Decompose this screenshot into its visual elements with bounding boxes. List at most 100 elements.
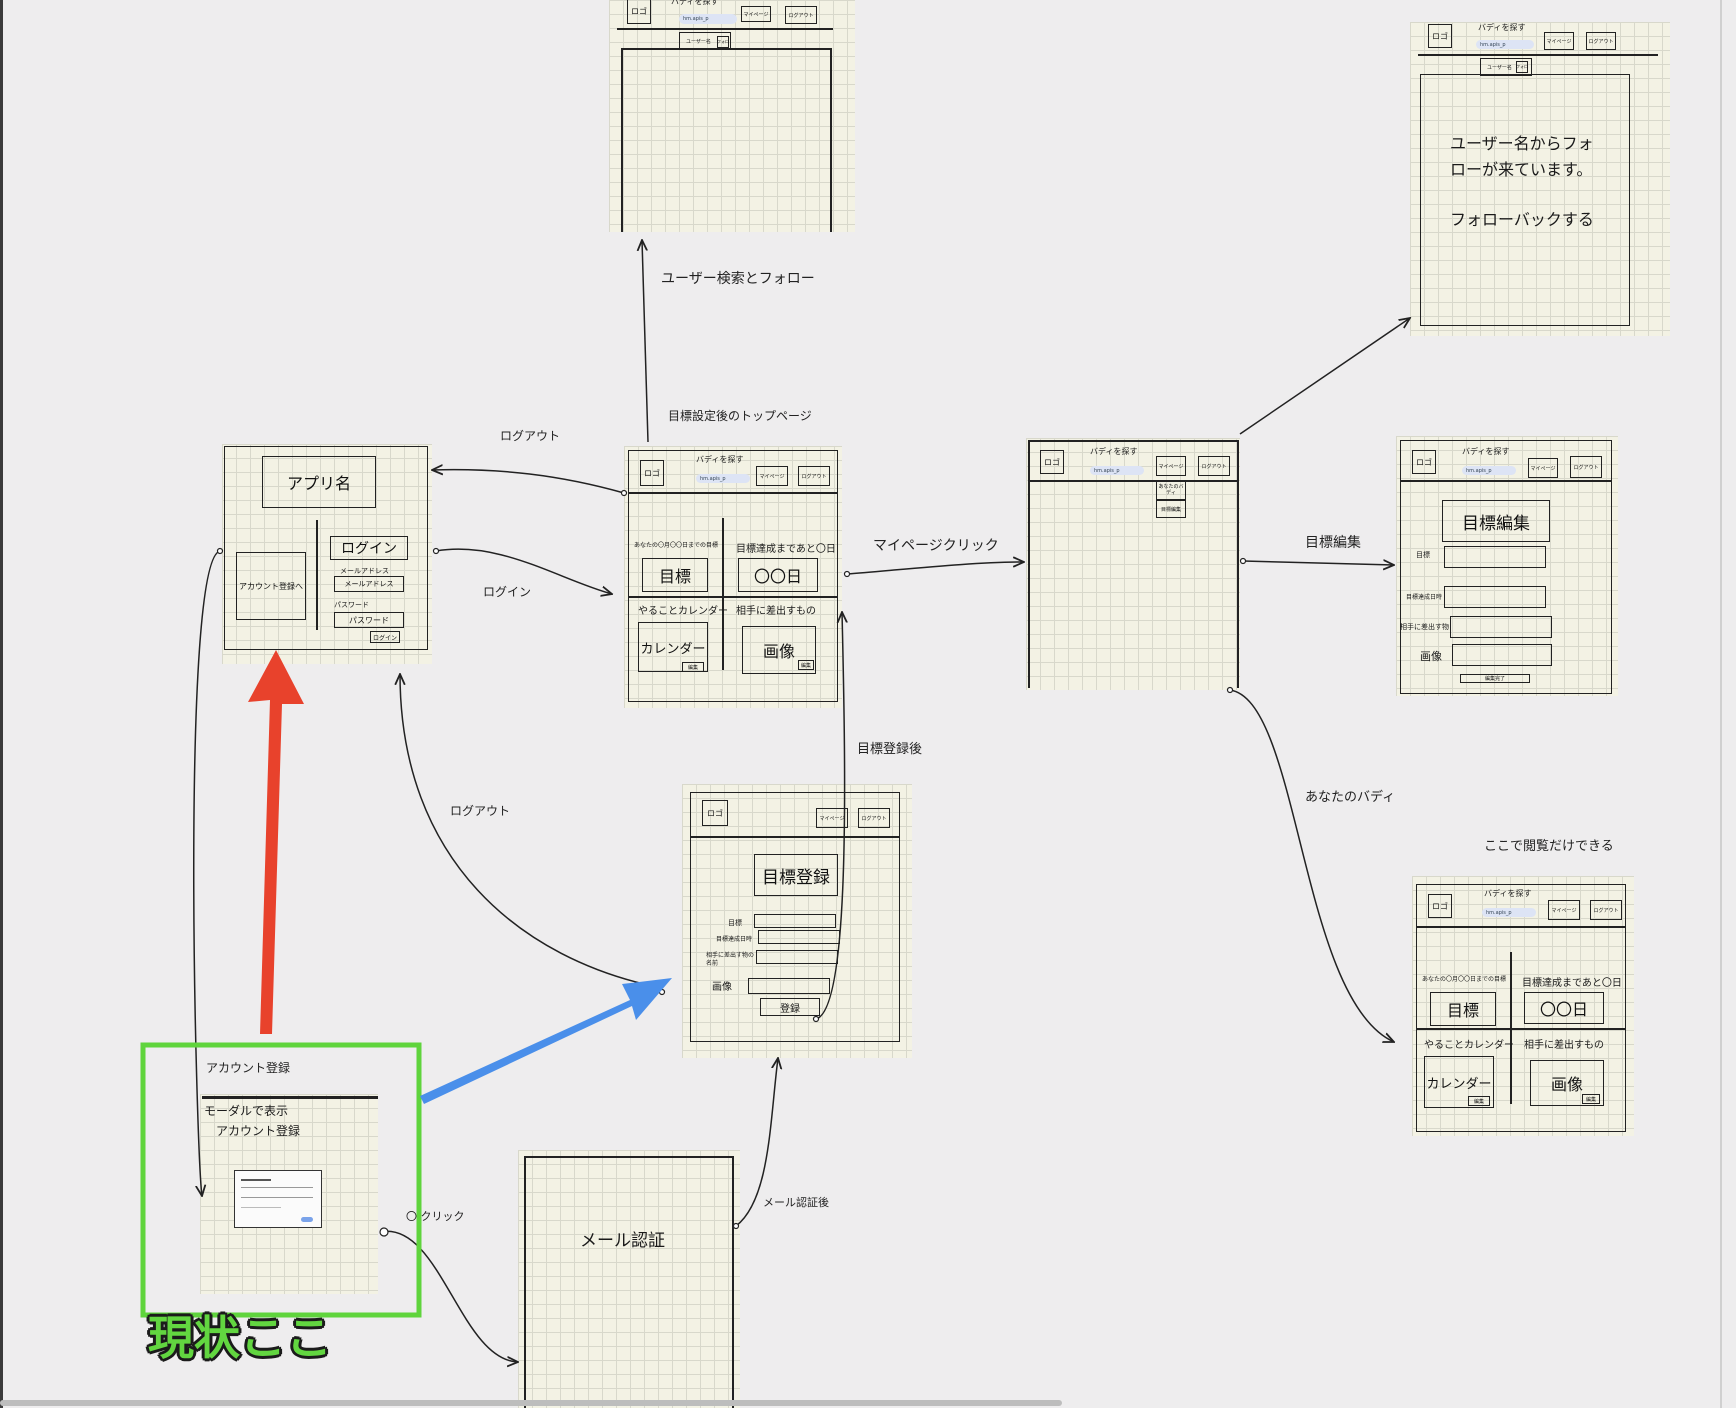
image-field xyxy=(1452,644,1552,666)
mypage-button: マイページ xyxy=(1528,458,1558,478)
logo-box: ロゴ xyxy=(1040,450,1064,474)
submit-item-field xyxy=(1450,616,1552,638)
card-top-page: ロゴ バディを探す hm.apis_p マイページ ログアウト あなたの〇月〇〇… xyxy=(624,446,842,708)
card-goal-edit: ロゴ バディを探す hm.apis_p マイページ ログアウト 目標編集 目標 … xyxy=(1396,436,1618,696)
arrow-to-follow-notice xyxy=(1239,318,1410,435)
card-mypage: ロゴ バディを探す hm.apis_p マイページ ログアウト あなたのバディ … xyxy=(1026,438,1240,690)
card-account-register: モーダルで表示 アカウント登録 xyxy=(200,1094,378,1294)
label-after-mail-auth: メール認証後 xyxy=(763,1196,829,1209)
deadline-label: 目標達成日時 xyxy=(716,936,753,943)
deadline-field xyxy=(1444,586,1546,608)
card-follow-notice: ロゴ バディを探す hm.apis_p マイページ ログアウト ユーザー名 フォ… xyxy=(1410,22,1670,336)
submit-text: 相手に差出すもの xyxy=(1524,1040,1604,1051)
divider xyxy=(316,520,318,630)
done-button: 編集完了 xyxy=(1460,674,1530,683)
card-buddy-view: ロゴ バディを探す hm.apis_p マイページ ログアウト あなたの〇月〇〇… xyxy=(1412,876,1634,1136)
label-top-after-goal: 目標設定後のトップページ xyxy=(668,409,812,423)
find-buddy-text: バディを探す xyxy=(1090,447,1138,456)
calendar-edit: 編集 xyxy=(682,662,704,672)
image-label: 画像 xyxy=(1420,650,1442,663)
header-line xyxy=(1028,480,1238,482)
notice-frame xyxy=(1420,74,1630,326)
goal-box: 目標 xyxy=(642,558,708,592)
frame-right xyxy=(732,1156,734,1408)
search-pill: hm.apis_p xyxy=(1476,40,1534,49)
logout-button: ログアウト xyxy=(858,808,890,828)
password-label: パスワード xyxy=(334,601,369,609)
deadline-label: 目標達成日時 xyxy=(1406,594,1443,601)
arrow-logout-lower xyxy=(400,674,663,989)
mypage-button: マイページ xyxy=(1156,456,1186,476)
find-buddy-text: バディを探す xyxy=(1462,447,1510,456)
label-user-search-follow: ユーザー検索とフォロー xyxy=(661,271,815,287)
logout-button: ログアウト xyxy=(785,6,817,24)
window-right-edge xyxy=(1720,0,1722,1408)
arrow-mypage-click xyxy=(846,562,1024,575)
blue-arrow xyxy=(420,978,672,1104)
search-pill: hm.apis_p xyxy=(696,474,750,483)
label-after-goal-register: 目標登録後 xyxy=(857,742,923,757)
horizontal-scrollbar[interactable] xyxy=(0,1400,1062,1406)
submit-item-label: 相手に差出す物の名前 xyxy=(706,952,755,967)
arrow-login-to-account xyxy=(192,550,221,1196)
header-line xyxy=(1416,926,1626,928)
notice-line1: ユーザー名からフォ xyxy=(1450,134,1594,153)
mypage-button: マイページ xyxy=(756,466,788,486)
arrow-logout-top xyxy=(432,470,625,494)
frame-right xyxy=(830,48,832,232)
follow-back-text: フォローバックする xyxy=(1450,210,1594,229)
image-edit: 編集 xyxy=(798,660,814,670)
mypage-button: マイページ xyxy=(741,6,771,22)
follow-button: フォロ xyxy=(717,36,729,48)
header-line xyxy=(1400,480,1612,482)
v-divider xyxy=(722,518,724,670)
image-edit: 編集 xyxy=(1582,1094,1600,1104)
mypage-button: マイページ xyxy=(816,808,848,828)
label-mypage-click: マイページクリック xyxy=(873,538,999,554)
account-link-box: アカウント登録へ xyxy=(236,552,306,620)
mypage-button: マイページ xyxy=(1544,32,1574,50)
logo-box: ロゴ xyxy=(702,800,728,826)
logout-button: ログアウト xyxy=(1586,32,1616,50)
logo-box: ロゴ xyxy=(627,0,651,24)
submit-text: 相手に差出すもの xyxy=(736,606,816,617)
days-box: 〇〇日 xyxy=(1524,992,1604,1024)
label-logout-top: ログアウト xyxy=(500,429,561,443)
calendar-box: カレンダー xyxy=(638,622,708,672)
user-name-box: ユーザー名 xyxy=(1480,58,1532,76)
frame xyxy=(628,450,838,702)
find-buddy-text: バディを探す xyxy=(1484,889,1532,898)
frame-top xyxy=(524,1156,734,1158)
notice-line2: ローが来ています。 xyxy=(1450,160,1593,179)
logo-box: ロゴ xyxy=(1428,894,1452,918)
image-label: 画像 xyxy=(712,982,732,993)
arrow-click-to-mail xyxy=(379,1230,518,1362)
find-buddy-text: バディを探す xyxy=(671,0,719,6)
goal-until-text: あなたの〇月〇〇日までの目標 xyxy=(634,542,719,549)
label-logout-lower: ログアウト xyxy=(450,804,511,818)
search-pill: hm.apis_p xyxy=(1482,908,1536,917)
frame xyxy=(224,446,428,650)
arrow-your-buddy xyxy=(1229,689,1394,1042)
modal-top-bar xyxy=(202,1096,378,1099)
label-goal-edit: 目標編集 xyxy=(1305,535,1361,551)
goal-label: 目標 xyxy=(728,919,742,927)
password-field: パスワード xyxy=(334,612,404,628)
label-login: ログイン xyxy=(483,585,532,599)
label-click: 〇 クリック xyxy=(406,1210,465,1223)
title-box: 目標登録 xyxy=(754,854,838,896)
days-box: 〇〇日 xyxy=(738,558,818,592)
todo-calendar-text: やることカレンダー xyxy=(1424,1040,1514,1051)
frame xyxy=(1400,440,1612,694)
app-name-box: アプリ名 xyxy=(262,456,376,508)
goal-label: 目標 xyxy=(1416,551,1430,559)
frame-top xyxy=(1028,440,1238,442)
image-box: 画像 xyxy=(742,626,816,674)
days-until-text: 目標達成まであと〇日 xyxy=(1522,978,1622,989)
card-goal-register: ロゴ マイページ ログアウト 目標登録 目標 目標達成日時 相手に差出す物の名前… xyxy=(682,784,912,1058)
login-button: ログイン xyxy=(370,631,400,643)
search-pill: hm.apis_p xyxy=(1462,466,1516,475)
follow-button: フォロ xyxy=(1516,61,1528,73)
image-field xyxy=(748,978,830,994)
